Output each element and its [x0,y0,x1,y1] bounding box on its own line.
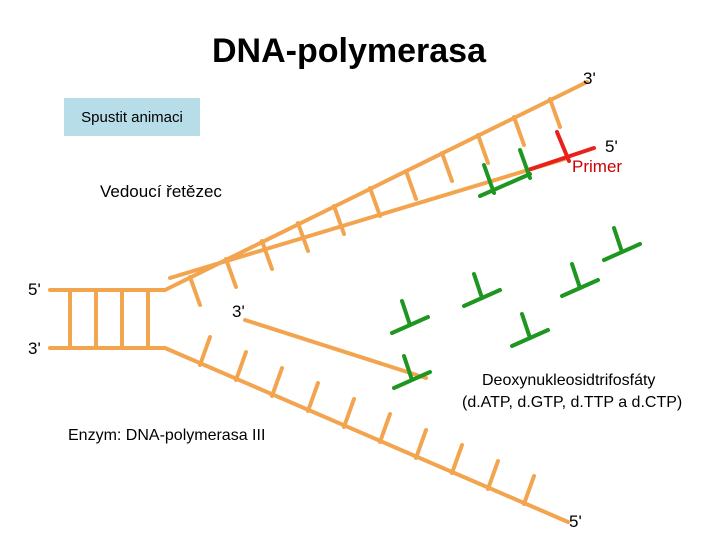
template-base [270,366,284,398]
free-nucleotide-stem [570,262,582,290]
upper-inner-strand [168,156,570,280]
template-base [414,428,428,460]
template-base [198,335,212,367]
dna-strands [48,80,589,524]
template-base [306,381,320,413]
free-nucleotide-stem [520,312,532,340]
nucleotides-label-line1: Deoxynukleosidtrifosfáty [482,372,656,389]
left-3prime-label: 3' [28,339,41,358]
template-base [476,133,490,165]
primer-5prime-label: 5' [605,137,618,156]
template-base [522,474,536,506]
template-base [224,257,238,289]
template-base [548,97,562,129]
middle-3prime-label: 3' [232,302,245,321]
primer-backbone [526,146,596,172]
template-base [368,186,382,218]
page-title: DNA-polymerasa [212,32,486,70]
primer-label: Primer [572,157,623,176]
template-base [404,169,418,201]
base-rungs [68,97,562,506]
template-base [342,397,356,429]
nucleotides-label-line2: (d.ATP, d.GTP, d.TTP a d.CTP) [462,394,683,411]
new-strand-backbone [478,172,532,198]
paired-nucleotide-base [518,148,532,180]
template-base [260,239,274,271]
free-nucleotide-stem [472,272,484,300]
paired-nucleotide-base [482,163,496,195]
upper-outer-strand [163,80,589,292]
template-base [512,115,526,147]
lower-outer-strand [163,346,570,524]
template-base [332,204,346,236]
template-base [440,151,454,183]
start-animation-button[interactable]: Spustit animaci [64,98,200,136]
template-base [486,459,500,491]
primer-segment [526,130,596,172]
leading-strand-label: Vedoucí řetězec [100,182,222,201]
template-base [296,221,310,253]
top-strand-3prime-label: 3' [583,69,596,88]
bottom-strand-5prime-label: 5' [569,512,582,531]
template-base [188,275,202,307]
free-nucleotides [390,148,642,390]
template-base [450,443,464,475]
template-base [234,350,248,382]
free-nucleotide-stem [612,226,624,254]
primer-base [555,130,571,163]
template-base [378,412,392,444]
left-5prime-label: 5' [28,280,41,299]
free-nucleotide-stem [402,354,414,382]
free-nucleotide-stem [400,299,412,327]
enzyme-label: Enzym: DNA-polymerasa III [68,427,266,444]
lower-inner-strand [243,318,428,380]
